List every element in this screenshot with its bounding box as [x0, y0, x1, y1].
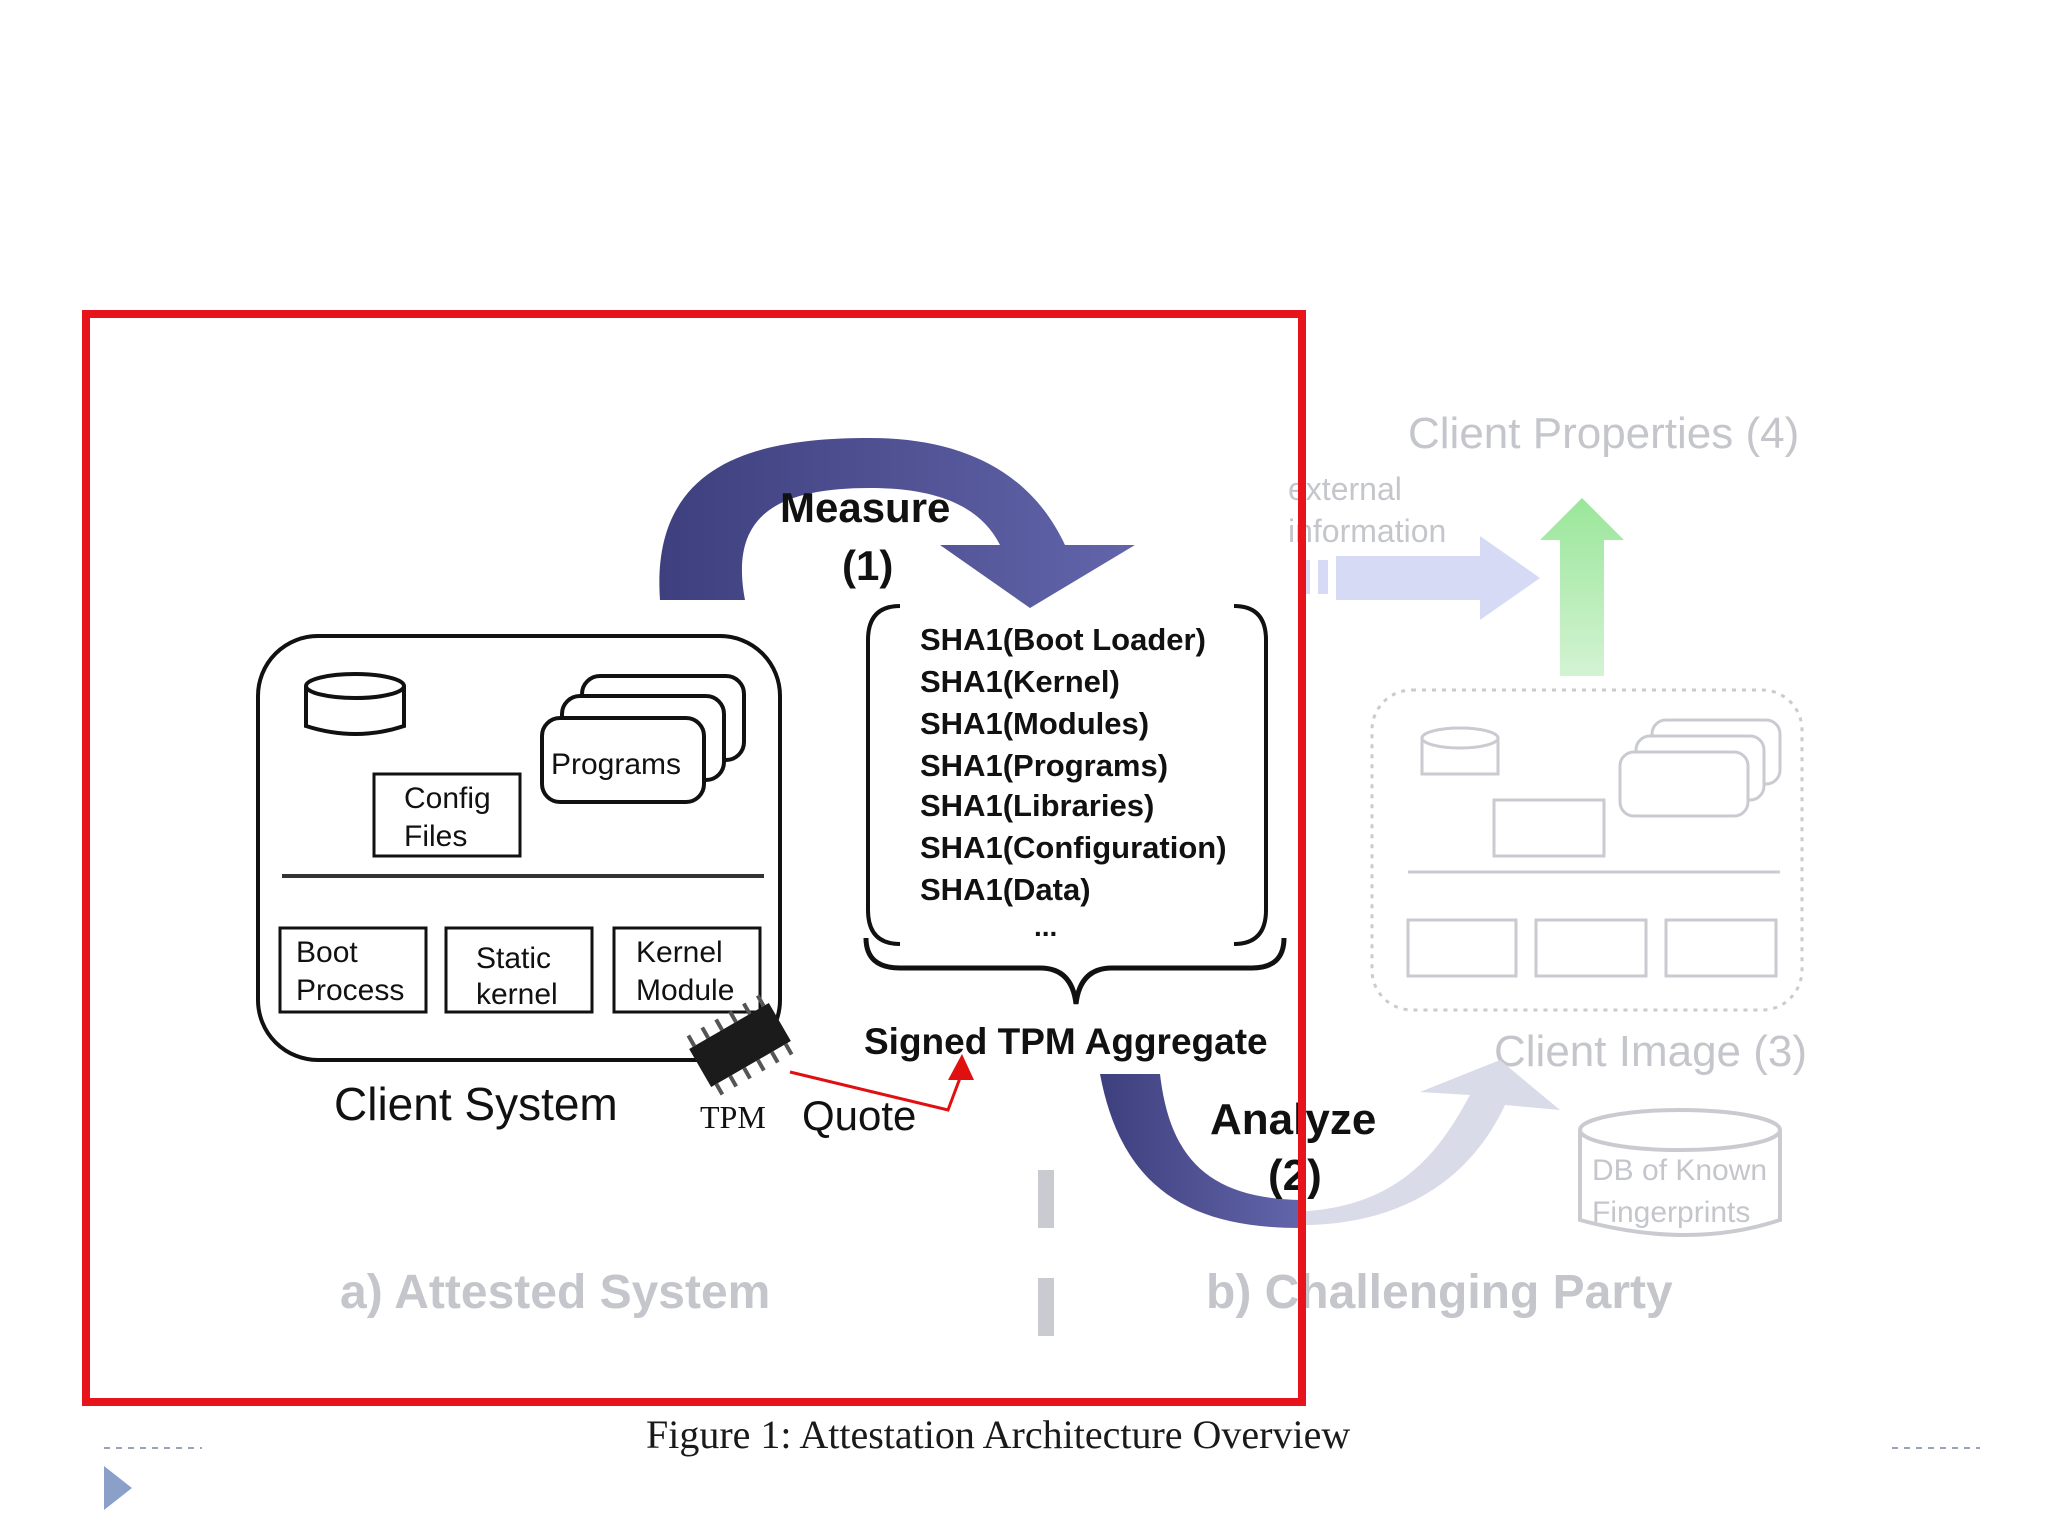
hash-item-4: SHA1(Programs) — [920, 748, 1168, 783]
kernel-module-label-2: Module — [636, 974, 734, 1007]
hash-item-ellipsis: ... — [1034, 911, 1057, 942]
hash-item-3: SHA1(Modules) — [920, 706, 1149, 741]
disk-icon — [304, 672, 406, 736]
signed-tpm-aggregate-label: Signed TPM Aggregate — [864, 1021, 1268, 1062]
boot-process-box: Boot Process — [278, 926, 428, 1014]
external-information-label-1: external — [1288, 471, 1402, 507]
quote-label: Quote — [802, 1092, 916, 1139]
external-information-label-2: information — [1288, 513, 1446, 549]
section-divider — [1038, 1170, 1054, 1336]
hash-item-6: SHA1(Configuration) — [920, 830, 1227, 865]
fingerprints-db-icon: DB of Known Fingerprints — [1578, 1108, 1782, 1237]
hash-item-1: SHA1(Boot Loader) — [920, 622, 1206, 657]
measure-arc-arrow — [659, 438, 1135, 608]
client-system-box: Programs Config Files Boot Process Stati… — [256, 634, 782, 1062]
attested-system-label: a) Attested System — [340, 1266, 770, 1319]
play-triangle-icon — [104, 1466, 132, 1510]
static-kernel-label-1: Static — [476, 942, 551, 975]
kernel-module-box: Kernel Module — [612, 926, 762, 1014]
boot-process-label-2: Process — [296, 974, 404, 1007]
programs-stack: Programs — [540, 674, 746, 804]
challenging-party-panel: Client Properties (4) external informati… — [1206, 409, 1807, 1319]
measure-step-label: (1) — [842, 542, 893, 589]
static-kernel-label-2: kernel — [476, 978, 558, 1011]
measure-label: Measure — [780, 484, 950, 531]
config-files-label-2: Files — [404, 820, 467, 853]
analyze-step-label: (2) — [1268, 1151, 1322, 1200]
config-files-label-1: Config — [404, 782, 491, 815]
client-properties-up-arrow — [1540, 498, 1624, 676]
attested-system-panel: Measure (1) Programs Config Files — [256, 438, 1376, 1228]
analyze-label: Analyze — [1210, 1095, 1376, 1144]
db-label-2: Fingerprints — [1592, 1196, 1750, 1229]
kernel-module-label-1: Kernel — [636, 936, 723, 969]
client-image-arc-arrow — [1290, 1060, 1560, 1226]
hash-item-2: SHA1(Kernel) — [920, 664, 1120, 699]
db-label-1: DB of Known — [1592, 1154, 1767, 1187]
client-properties-label: Client Properties (4) — [1408, 409, 1799, 458]
static-kernel-box: Static kernel — [444, 926, 594, 1014]
client-image-label: Client Image (3) — [1494, 1027, 1807, 1076]
faded-disk-icon — [1420, 726, 1500, 776]
analyze-arc-arrow — [1100, 1074, 1300, 1228]
highlight-frame — [82, 310, 1306, 1406]
hash-item-7: SHA1(Data) — [920, 872, 1091, 907]
challenging-party-label: b) Challenging Party — [1206, 1266, 1673, 1319]
boot-process-label-1: Boot — [296, 936, 358, 969]
tpm-chip-icon — [686, 994, 794, 1096]
hash-item-5: SHA1(Libraries) — [920, 788, 1154, 823]
programs-label: Programs — [551, 748, 681, 781]
hash-list-box: SHA1(Boot Loader) SHA1(Kernel) SHA1(Modu… — [866, 604, 1268, 946]
client-image-box — [1370, 688, 1804, 1012]
quote-arrow — [789, 1054, 974, 1112]
config-files-box: Config Files — [372, 772, 522, 858]
figure-caption: Figure 1: Attestation Architecture Overv… — [646, 1412, 1350, 1457]
client-system-label: Client System — [334, 1078, 618, 1130]
tpm-label: TPM — [700, 1099, 766, 1135]
aggregate-brace — [863, 937, 1287, 1005]
